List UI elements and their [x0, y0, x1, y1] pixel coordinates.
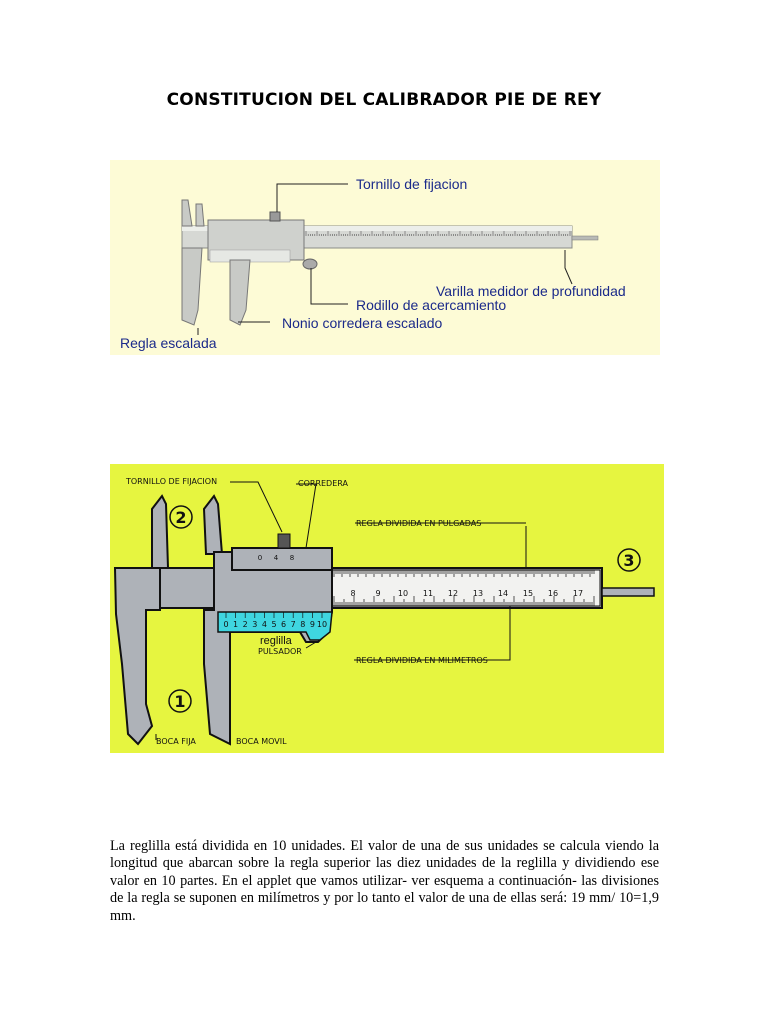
locking-screw-schematic	[277, 533, 291, 549]
main-scale-number: 15	[523, 589, 533, 598]
main-scale-number: 11	[423, 589, 433, 598]
main-scale-number: 16	[548, 589, 558, 598]
label-tornillo-fijacion: TORNILLO DE FIJACION	[125, 477, 217, 486]
label-nonio: Nonio corredera escalado	[282, 315, 443, 331]
label-corredera: CORREDERA	[298, 479, 349, 488]
inch-scale-number: 4	[274, 554, 279, 562]
scale-strip	[331, 569, 601, 607]
label-pulsador: PULSADOR	[258, 647, 302, 656]
vernier-number: 9	[310, 620, 315, 629]
vernier-number: 2	[243, 620, 248, 629]
main-scale-number: 17	[573, 589, 583, 598]
main-scale-number: 8	[350, 589, 355, 598]
inch-scale-numbers: 0 4 8	[258, 554, 294, 562]
corredera-box	[231, 547, 333, 571]
main-scale-number: 10	[398, 589, 408, 598]
vernier-number: 7	[291, 620, 296, 629]
main-scale-number: 13	[473, 589, 483, 598]
circle-number-1: 1	[174, 692, 185, 711]
upper-fixed-jaw-schematic	[151, 494, 170, 569]
caliper-diagram-figure: 34567891011121314151617 048 012345678910…	[110, 464, 664, 753]
vernier-ticks	[225, 612, 323, 618]
lower-moving-jaw	[229, 259, 251, 326]
main-scale-ticks	[333, 570, 595, 606]
caliper-photo-figure: Tornillo de fijacion Varilla medidor de …	[110, 160, 660, 355]
circle-number-2: 2	[175, 508, 186, 527]
label-rodillo: Rodillo de acercamiento	[356, 297, 506, 313]
lower-fixed-jaw	[181, 247, 203, 326]
vernier-number: 1	[233, 620, 238, 629]
label-boca-fija: BOCA FIJA	[156, 737, 196, 746]
inch-scale-number: 0	[258, 554, 262, 562]
inch-scale-number: 8	[290, 554, 294, 562]
vernier-number: 0	[223, 620, 228, 629]
main-scale-number: 14	[498, 589, 508, 598]
main-scale-number: 12	[448, 589, 458, 598]
locking-screw	[269, 211, 281, 222]
label-regla-milimetros: REGLA DIVIDIDA EN MILIMETROS	[356, 656, 488, 665]
label-varilla: Varilla medidor de profundidad	[436, 283, 626, 299]
upper-fixed-jaw	[181, 199, 193, 227]
body-paragraph: La reglilla está dividida en 10 unidades…	[110, 838, 659, 924]
vernier-number: 5	[271, 620, 276, 629]
vernier-number: 10	[317, 620, 327, 629]
label-regla: Regla escalada	[120, 335, 217, 351]
vernier-number: 3	[252, 620, 257, 629]
label-boca-movil: BOCA MOVIL	[236, 737, 287, 746]
beam-ticks	[305, 231, 571, 236]
vernier-number: 4	[262, 620, 267, 629]
thumb-roller	[302, 258, 318, 270]
main-scale-number: 9	[375, 589, 380, 598]
label-regla-pulgadas: REGLA DIVIDIDA EN PULGADAS	[356, 519, 481, 528]
vernier-scale	[217, 611, 333, 641]
depth-rod-schematic	[601, 587, 655, 597]
vernier-number: 6	[281, 620, 286, 629]
vernier-number: 8	[300, 620, 305, 629]
label-tornillo: Tornillo de fijacion	[356, 176, 467, 192]
page-title: CONSTITUCION DEL CALIBRADOR PIE DE REY	[166, 90, 602, 110]
depth-rod	[571, 235, 599, 241]
circle-number-3: 3	[623, 551, 634, 570]
label-reglilla: reglilla	[260, 635, 293, 647]
